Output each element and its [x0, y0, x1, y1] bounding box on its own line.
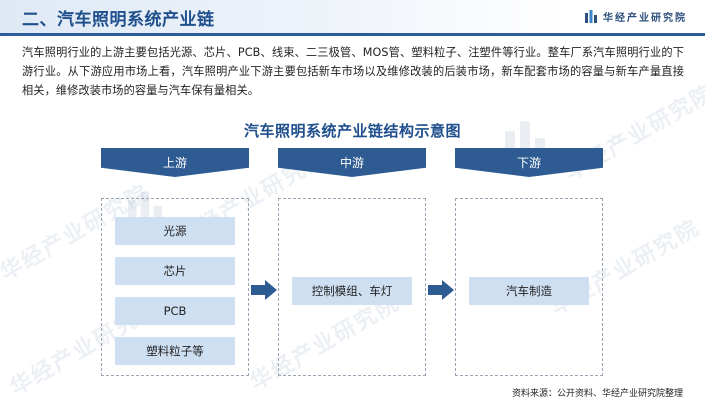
downstream-item: 汽车制造: [469, 277, 589, 305]
source-note: 资料来源：公开资料、华经产业研究院整理: [511, 389, 683, 399]
brand: 华经产业研究院: [585, 9, 687, 24]
page-title: 二、汽车照明系统产业链: [22, 10, 215, 30]
upstream-item: 塑料粒子等: [115, 337, 235, 365]
upstream-item: 光源: [115, 217, 235, 245]
stage-header-upstream: 上游: [101, 148, 249, 177]
arrow-right-icon: [251, 280, 277, 300]
upstream-item: PCB: [115, 297, 235, 325]
upstream-item: 芯片: [115, 257, 235, 285]
midstream-item: 控制模组、车灯: [292, 277, 412, 305]
header-divider: [0, 33, 705, 36]
stage-box-midstream: 控制模组、车灯: [278, 198, 426, 376]
diagram-title: 汽车照明系统产业链结构示意图: [243, 122, 461, 140]
bar-chart-icon: [585, 10, 597, 23]
stage-box-downstream: 汽车制造: [455, 198, 603, 376]
stage-box-upstream: 光源 芯片 PCB 塑料粒子等: [101, 198, 249, 376]
arrow-right-icon: [428, 280, 454, 300]
brand-name: 华经产业研究院: [603, 13, 687, 24]
intro-paragraph: 汽车照明行业的上游主要包括光源、芯片、PCB、线束、二三极管、MOS管、塑料粒子…: [22, 46, 684, 97]
stage-header-midstream: 中游: [278, 148, 426, 177]
stage-header-downstream: 下游: [455, 148, 603, 177]
